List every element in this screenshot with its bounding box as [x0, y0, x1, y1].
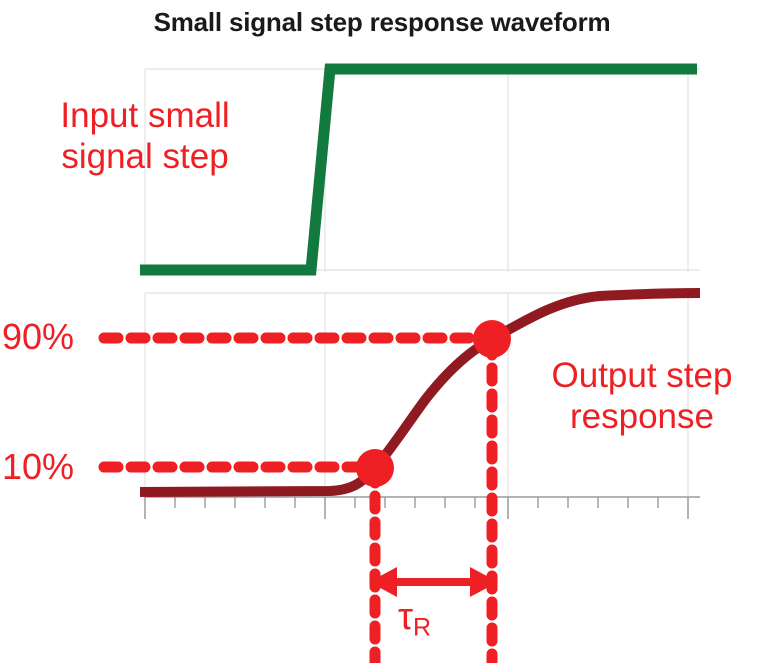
ten-percent-label: 10% [2, 446, 75, 487]
ninety-percent-label: 90% [2, 316, 75, 357]
output-annotation-line2: response [570, 396, 714, 436]
rise-time-arrow [369, 567, 498, 597]
input-annotation-line1: Input small [60, 96, 230, 135]
x-axis-minor-ticks [174, 497, 659, 508]
tau-symbol: τ [398, 596, 414, 638]
tau-subscript: R [413, 613, 432, 642]
input-annotation-line2: signal step [61, 136, 229, 176]
ten-percent-marker [356, 449, 394, 487]
figure-title: Small signal step response waveform [153, 6, 611, 37]
x-axis [144, 496, 700, 519]
input-step-trace [140, 63, 697, 276]
x-axis-major-ticks [144, 497, 689, 519]
rise-time-label: τR [398, 596, 431, 642]
output-annotation-line1: Output step [551, 356, 733, 395]
ninety-percent-marker [473, 320, 511, 358]
